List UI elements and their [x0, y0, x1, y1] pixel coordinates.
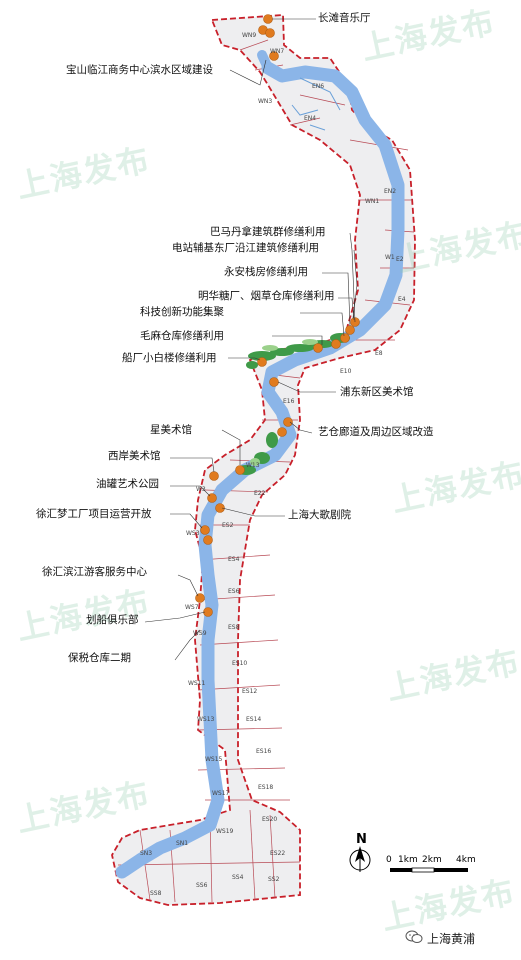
brand-name: 上海黄浦 — [427, 932, 476, 946]
callout-minghua-sugar-factory: 明华糖厂、烟草仓库修缮利用 — [198, 290, 335, 302]
marker-changtan — [263, 14, 273, 24]
zone-code: W3 — [196, 486, 206, 493]
zone-code: E22 — [254, 490, 266, 497]
scale-label-0: 0 — [386, 855, 392, 865]
zone-code: WN9 — [242, 32, 257, 39]
marker-bund-1 — [345, 325, 355, 335]
zone-code: E2 — [396, 256, 404, 263]
riverside-greenery-light — [250, 339, 318, 466]
zone-code: E16 — [283, 398, 295, 405]
zone-code: WN1 — [365, 198, 380, 205]
zone-code: ES22 — [270, 850, 286, 857]
scale-bar — [390, 867, 468, 873]
zone-code: WS17 — [212, 790, 230, 797]
wechat-icon — [405, 930, 423, 943]
marker-changtan-3 — [265, 28, 275, 38]
marker-art-gallery-2 — [277, 427, 287, 437]
callout-pudong-art-museum: 浦东新区美术馆 — [340, 386, 414, 398]
zone-code: WS9 — [193, 630, 207, 637]
scale-label-2km: 2km — [422, 855, 442, 865]
waterways — [291, 77, 341, 131]
zone-code: WS7 — [185, 604, 199, 611]
marker-bund-3 — [340, 333, 350, 343]
callout-xuhui-visitor-center: 徐汇滨江游客服务中心 — [42, 566, 147, 578]
zone-code: WS11 — [188, 680, 206, 687]
north-label: N — [356, 832, 367, 847]
callout-tech-innovation: 科技创新功能集聚 — [140, 306, 224, 318]
zone-code: SN1 — [176, 840, 189, 847]
zone-code: WS13 — [197, 716, 215, 723]
zone-code: SN3 — [140, 850, 153, 857]
marker-shipyard — [257, 357, 267, 367]
marker-dreamcenter-2 — [203, 535, 213, 545]
zone-code: ES14 — [246, 716, 262, 723]
leader-lines — [144, 18, 358, 661]
callout-shanghai-grand-opera: 上海大歌剧院 — [288, 509, 351, 521]
zone-code: ES2 — [222, 522, 234, 529]
zone-code: EN6 — [312, 83, 325, 90]
zone-code: ES6 — [228, 588, 240, 595]
callout-bonded-warehouse-phase2: 保税仓库二期 — [68, 652, 131, 664]
zone-code: ES12 — [242, 688, 258, 695]
callout-yicang-corridor: 艺仓廊道及周边区域改造 — [318, 426, 434, 438]
zone-code: WN7 — [270, 48, 285, 55]
callout-power-station-buildings: 电站辅基东厂沿江建筑修缮利用 — [172, 242, 319, 254]
zone-code: E4 — [398, 296, 406, 303]
zone-code: EN2 — [384, 188, 397, 195]
callout-palmer-turner-buildings: 巴马丹拿建筑群修缮利用 — [210, 226, 326, 238]
zone-code: E10 — [340, 368, 352, 375]
marker-bund-4 — [331, 339, 341, 349]
zone-code: WS19 — [216, 828, 234, 835]
callout-changtan-music-hall: 长滩音乐厅 — [318, 12, 371, 24]
north-arrow — [349, 846, 371, 872]
zone-code: WN3 — [258, 98, 273, 105]
zone-code: WS15 — [205, 756, 223, 763]
marker-bund-5 — [313, 343, 323, 353]
zone-code: ES4 — [228, 556, 240, 563]
scale-label-1km: 1km — [398, 855, 418, 865]
zone-code: SS4 — [232, 874, 244, 881]
callout-xuhui-dreamcenter: 徐汇梦工厂项目运营开放 — [36, 508, 152, 520]
callout-shipyard-white-building: 船厂小白楼修缮利用 — [122, 352, 217, 364]
zone-code: ES16 — [256, 748, 272, 755]
callout-rowing-club: 划船俱乐部 — [86, 614, 139, 626]
callout-baoshan-business-center: 宝山临江商务中心滨水区域建设 — [66, 64, 213, 76]
huangpu-river — [115, 61, 405, 879]
zone-code: W13 — [246, 462, 260, 469]
zone-code: SS8 — [150, 890, 162, 897]
callout-west-bund-museum: 西岸美术馆 — [108, 450, 161, 462]
callout-star-art-museum: 星美术馆 — [150, 424, 192, 436]
zone-code: EN4 — [304, 115, 317, 122]
marker-star-museum — [235, 465, 245, 475]
zone-code: SS2 — [268, 876, 280, 883]
zone-code: W1 — [385, 254, 395, 261]
project-markers — [195, 14, 360, 617]
marker-visitor-center — [195, 593, 205, 603]
zone-code: ES18 — [258, 784, 274, 791]
marker-baoshan — [269, 51, 279, 61]
marker-rowing — [203, 607, 213, 617]
zone-code: SS6 — [196, 882, 208, 889]
huangpu-river-upper — [257, 50, 273, 73]
marker-west-bund — [209, 471, 219, 481]
zone-code: WS3 — [186, 530, 200, 537]
callout-tank-art-park: 油罐艺术公园 — [96, 478, 159, 490]
callout-wool-warehouse: 毛麻仓库修缮利用 — [140, 330, 224, 342]
zone-code: ES20 — [262, 816, 278, 823]
callout-yongan-warehouse: 永安栈房修缮利用 — [224, 266, 308, 278]
marker-pudong-art — [269, 377, 279, 387]
marker-art-gallery — [283, 417, 293, 427]
scale-label-4km: 4km — [456, 855, 476, 865]
marker-dreamcenter — [200, 525, 210, 535]
zone-code: ES8 — [228, 624, 240, 631]
zone-code: E8 — [375, 350, 383, 357]
marker-opera — [215, 503, 225, 513]
zone-code: ES10 — [232, 660, 248, 667]
